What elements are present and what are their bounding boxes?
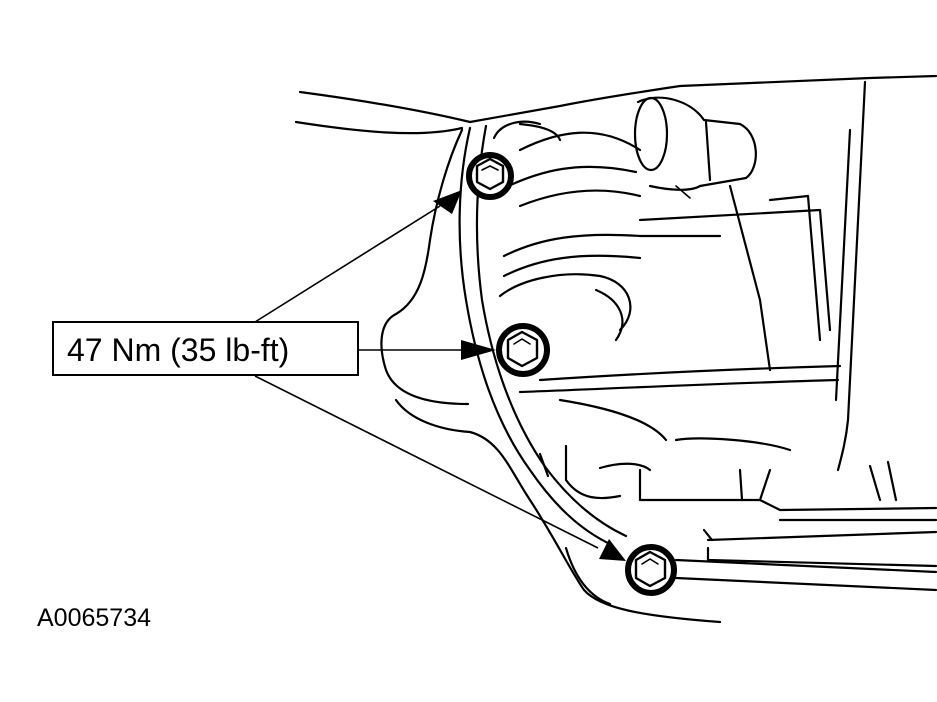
arrowhead-middle: [461, 340, 496, 360]
leader-bottom: [254, 375, 599, 549]
torque-label: 47 Nm (35 lb-ft): [67, 332, 289, 368]
arrowhead-top: [433, 190, 462, 214]
arrowhead-bottom: [599, 539, 626, 561]
leader-lines: [254, 205, 599, 549]
bolt-top: [466, 152, 514, 200]
housing-drawing: [294, 74, 937, 624]
leader-top: [254, 205, 441, 323]
figure-id: A0065734: [37, 604, 151, 632]
bolt-middle: [496, 323, 550, 377]
callout-box: [52, 321, 359, 376]
bolt-bottom: [625, 544, 677, 596]
torque-callout: 47 Nm (35 lb-ft): [52, 321, 359, 376]
arrowheads: [433, 190, 626, 561]
